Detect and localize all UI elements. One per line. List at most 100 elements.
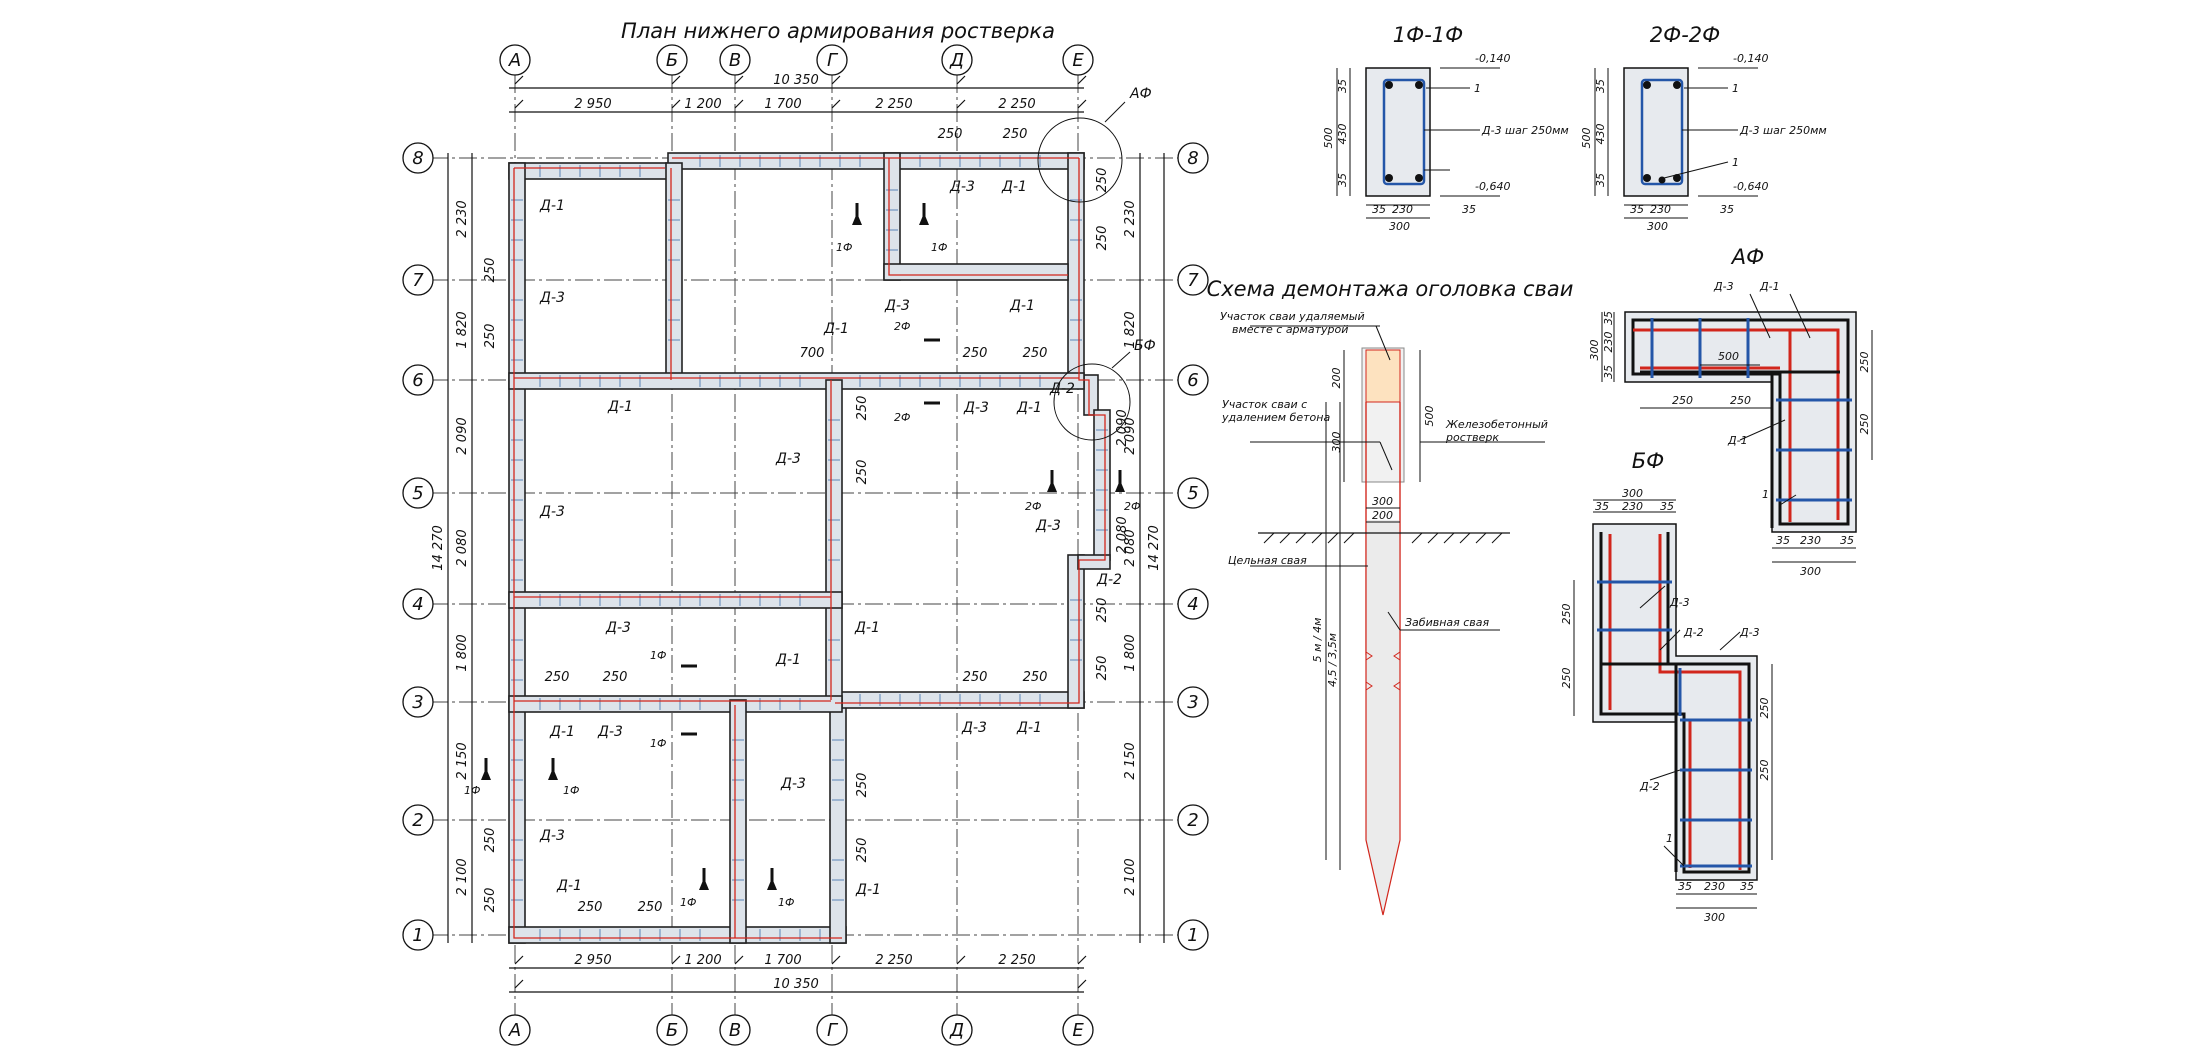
- dimension: 2 080: [1123, 529, 1138, 566]
- dim: 250: [1560, 604, 1573, 625]
- section-label: 1Ф: [778, 896, 794, 909]
- mark: Д-2: [1639, 780, 1660, 793]
- spacing-dim: 250: [638, 900, 663, 915]
- dim: 500: [1423, 406, 1436, 427]
- spacing-dim: 250: [963, 670, 988, 685]
- label: удалением бетона: [1221, 411, 1330, 424]
- section-2f: 2Ф-2Ф -0,140 -0,640 500 35 430 35 35 230: [1580, 23, 1827, 233]
- pos: 1: [1732, 82, 1739, 95]
- spacing-dim: 250: [855, 773, 870, 798]
- bar-mark: Д-3: [1035, 518, 1061, 534]
- dim: 4,5 / 3,5м: [1326, 633, 1339, 687]
- axis-label: 1: [412, 925, 423, 946]
- dim: 5 м / 4м: [1311, 618, 1324, 663]
- spacing-dim: 250: [483, 324, 498, 349]
- section-label: 1Ф: [836, 241, 852, 254]
- dim: 430: [1594, 124, 1607, 145]
- pile-edge: [1365, 402, 1401, 916]
- section-title: 2Ф-2Ф: [1650, 23, 1720, 47]
- dim: 430: [1336, 124, 1349, 145]
- dim: 230: [1392, 203, 1413, 216]
- section-label: 1Ф: [650, 737, 666, 750]
- callout-af: АФ: [1129, 86, 1152, 102]
- dim: 230: [1800, 534, 1821, 547]
- dim: 300: [1389, 220, 1410, 233]
- spacing-dim: 250: [938, 127, 963, 142]
- node-title: БФ: [1632, 449, 1664, 473]
- dimension: 2 090: [455, 417, 470, 454]
- spacing-dim: 250: [483, 828, 498, 853]
- spacing-dim: 250: [483, 888, 498, 913]
- foundation-plan: План нижнего армирования ростверка: [402, 19, 1209, 1046]
- dim: 35: [1602, 365, 1615, 379]
- spacing-dim: 250: [603, 670, 628, 685]
- dim: 300: [1622, 487, 1643, 500]
- bar-mark: Д-3: [605, 620, 631, 636]
- node-dim-lines: [1601, 293, 1873, 563]
- axis-label: Г: [827, 1020, 839, 1041]
- level-bottom: -0,640: [1733, 180, 1768, 193]
- pile-demolition-scheme: Схема демонтажа оголовка сваи: [1207, 277, 1574, 916]
- dimension: 1 200: [684, 953, 721, 968]
- bar-mark: Д-3: [539, 290, 565, 306]
- pos: 1: [1732, 156, 1739, 169]
- pile-labels: Участок сваи удаляемый вместе с арматуро…: [1220, 310, 1548, 687]
- node-outer-bars: [1631, 318, 1850, 526]
- note: Д-3 шаг 250мм: [1481, 124, 1569, 137]
- bar-mark: Д-1: [854, 620, 880, 636]
- spacing-dim: 250: [1095, 168, 1110, 193]
- dim: 35: [1740, 880, 1754, 893]
- axis-label: Е: [1072, 50, 1084, 71]
- pos: 1: [1474, 82, 1481, 95]
- bar-marks: Д-1 Д-3 Д-1 Д-3 Д-3 Д-1 Д-3 Д-3 Д-1 Д-1 …: [539, 179, 1122, 898]
- spacing-dim: 250: [855, 838, 870, 863]
- axis-label: Д: [949, 50, 964, 71]
- dim: 35: [1776, 534, 1790, 547]
- dim: 500: [1322, 128, 1335, 149]
- section-dims: -0,140 -0,640 500 35 430 35 35 230 35 30…: [1580, 52, 1827, 233]
- pile-dim-lines: [1250, 325, 1545, 870]
- section-dim-lines: [1594, 67, 1758, 219]
- axis-label: 2: [412, 810, 423, 831]
- dim: 250: [1730, 394, 1751, 407]
- dimension: 1 820: [1123, 311, 1138, 348]
- node-labels: Д-3 Д-1 Д-1 1 300 230 35 35 500 250 250 …: [1588, 280, 1871, 578]
- spacing-dim: 250: [1095, 226, 1110, 251]
- bar-mark: Д-2: [1049, 381, 1075, 397]
- axis-label: В: [729, 1020, 741, 1041]
- node-inner-bars: [1640, 370, 1840, 528]
- dimension: 2 080: [1115, 516, 1130, 553]
- spacing-dim: 700: [800, 346, 825, 361]
- dim: 200: [1372, 509, 1393, 522]
- dim: 300: [1372, 495, 1393, 508]
- spacing-dim: 250: [1095, 598, 1110, 623]
- dimension: 2 100: [1123, 858, 1138, 895]
- dim: 250: [1672, 394, 1693, 407]
- dimension: 2 080: [455, 529, 470, 566]
- level-bottom: -0,640: [1475, 180, 1510, 193]
- dimension: 2 950: [574, 97, 611, 112]
- dim: 230: [1622, 500, 1643, 513]
- axis-label: Б: [666, 1020, 678, 1041]
- stirrup: [1640, 78, 1684, 186]
- label: вместе с арматурой: [1232, 323, 1348, 336]
- mark: Д-3: [1669, 596, 1690, 609]
- node-bf: БФ 300 35 2: [1560, 449, 1773, 924]
- removed-segment: [1365, 349, 1401, 403]
- section-label: 1Ф: [931, 241, 947, 254]
- scheme-title: Схема демонтажа оголовка сваи: [1207, 277, 1574, 301]
- axis-label: 8: [1187, 148, 1198, 169]
- dimension: 2 090: [1115, 409, 1130, 446]
- section-label: 2Ф: [894, 320, 910, 333]
- axis-label: Б: [666, 50, 678, 71]
- axis-label: 2: [1187, 810, 1198, 831]
- label: Цельная свая: [1228, 554, 1307, 567]
- grillage-walls: [508, 152, 1111, 944]
- dimension: 1 820: [455, 311, 470, 348]
- node-af: АФ Д-3 Д-1 Д-1: [1588, 245, 1873, 578]
- axis-label: 7: [412, 270, 424, 291]
- axis-label: 8: [412, 148, 423, 169]
- section-label: 1Ф: [680, 896, 696, 909]
- dim: 35: [1462, 203, 1476, 216]
